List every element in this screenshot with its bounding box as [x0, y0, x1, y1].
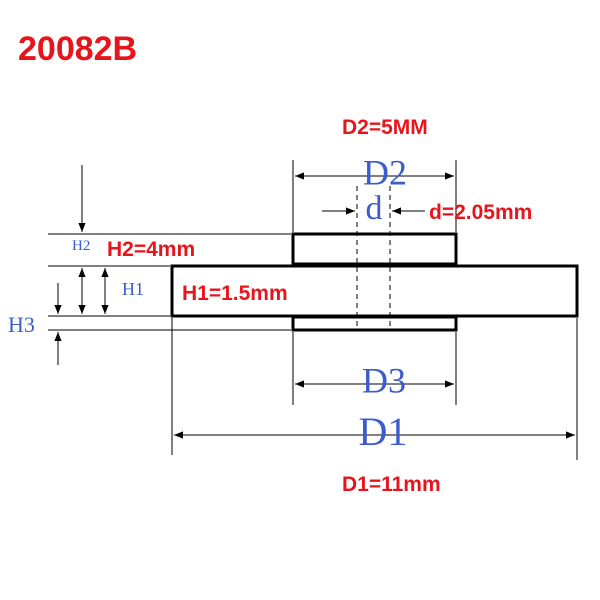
h3-label: H3 — [8, 312, 35, 337]
d1-label: D1 — [359, 409, 408, 454]
d2-value-annotation: D2=5MM — [342, 116, 428, 139]
h1-value-annotation: H1=1.5mm — [182, 282, 288, 305]
bottom-boss-outline — [291, 315, 458, 332]
d1-value-annotation: D1=11mm — [342, 473, 441, 496]
d3-label: D3 — [362, 360, 406, 400]
d-label: d — [366, 190, 383, 227]
top-boss-outline — [291, 232, 458, 266]
h1-label: H1 — [122, 279, 144, 299]
d2-label: D2 — [363, 152, 407, 192]
h2-label: H2 — [72, 238, 90, 254]
h2-value-annotation: H2=4mm — [107, 238, 195, 261]
model-code: 20082B — [18, 30, 137, 68]
d-value-annotation: d=2.05mm — [429, 201, 532, 224]
